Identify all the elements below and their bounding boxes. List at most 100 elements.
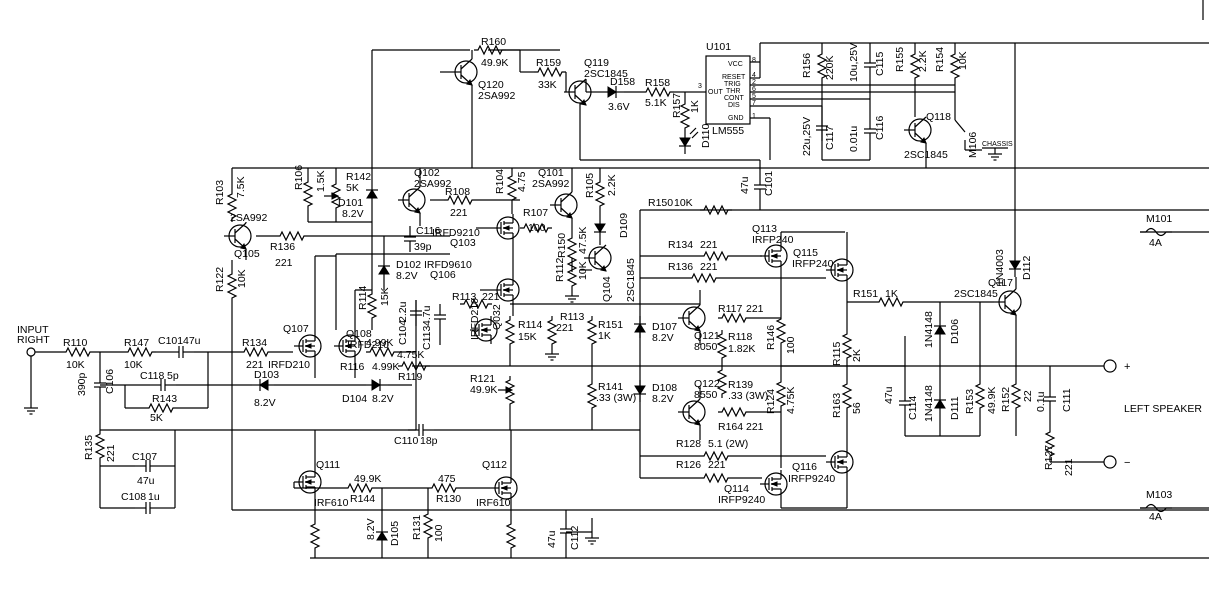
fuse-m101-ref: M101 <box>1146 213 1172 225</box>
r159-ref: R159 <box>536 57 561 69</box>
r119-ref: R151 <box>598 319 623 331</box>
r123-ref: R135 <box>83 435 95 460</box>
c101-value: 47u <box>739 176 751 194</box>
pin-4-number: 4 <box>752 72 756 79</box>
c108-ref: C108 <box>121 491 146 503</box>
r157-value: 1K <box>689 100 701 113</box>
r150-value: 10K <box>674 197 693 209</box>
q114-part: IRFP9240 <box>718 494 765 506</box>
c102-value: 39p <box>414 241 432 253</box>
r145-value: 4.99K <box>372 361 399 373</box>
r108-value: 221 <box>450 207 468 219</box>
q115-part: IRFP240 <box>792 258 834 270</box>
r123-value: 221 <box>105 444 117 462</box>
q032-part: IRFD210 <box>469 298 481 340</box>
d107-value: 8.2V <box>652 332 674 344</box>
pin-3-number: 3 <box>698 83 702 90</box>
r160-ref: R160 <box>481 36 506 48</box>
r146-value: 221 <box>246 359 264 371</box>
q106-part: IRFD9610 <box>424 259 472 271</box>
r141-ref: R163 <box>831 393 843 418</box>
r106-value: 1.5K <box>315 170 327 192</box>
d103-ref: D103 <box>254 369 279 381</box>
c107-value: 47u <box>137 475 155 487</box>
r127-ref: R130 <box>436 493 461 505</box>
speaker-output: + − LEFT SPEAKER <box>412 359 1202 469</box>
r162-ref: R118 <box>728 331 752 343</box>
vas-stage: Q102 2SA992 C116 39p R108 221 R104 4.75 … <box>397 167 637 316</box>
r113-ref: R113 <box>452 291 476 303</box>
r144-ref: R131 <box>411 515 423 540</box>
pin-thr-label: THR <box>726 88 740 95</box>
r120-ref: R119 <box>398 371 422 383</box>
r142-ref: R142 <box>346 171 371 183</box>
r124-ref: R141 <box>598 381 623 393</box>
speaker-plus-label: + <box>1124 361 1130 373</box>
feedback-r150: R150 10K <box>639 197 733 420</box>
q107-ref: Q107 <box>283 323 309 335</box>
r164-ref: R164 <box>718 421 743 433</box>
c118-value: 5p <box>167 370 179 382</box>
q104-part: 2SC1845 <box>625 258 637 302</box>
q102-part: 2SA992 <box>414 178 452 190</box>
c101-ref: C101 <box>763 171 775 196</box>
r103-value: 7.5K <box>235 176 247 198</box>
c105-ref: C104 <box>397 320 409 345</box>
r103-ref: R103 <box>214 180 226 205</box>
r145-ref: R116 <box>340 361 364 373</box>
r153-ref: R153 <box>964 389 976 414</box>
r139-value: 4.75K <box>785 387 797 414</box>
r134-ref: R134 <box>668 239 693 251</box>
c102-ref: C116 <box>416 225 440 237</box>
q111-part: IRF610 <box>314 497 349 509</box>
r163-ref: R139 <box>728 379 753 391</box>
r128-value: 221 <box>1063 458 1075 476</box>
q113-symbol <box>759 241 788 271</box>
d108-ref: D108 <box>652 382 677 394</box>
output-stage: R134 221 Q113 IRFP240 R136 221 Q115 IRFP… <box>633 223 1075 509</box>
r117-value: 10K <box>66 359 85 371</box>
r114-ref: R114 <box>357 286 369 310</box>
speaker-minus-terminal <box>1103 455 1117 469</box>
d108-value: 8.2V <box>652 393 674 405</box>
r162-value: 1.82K <box>728 343 755 355</box>
q120-ref: Q120 <box>478 79 504 91</box>
fuse-m103: M103 4A <box>1139 489 1173 523</box>
r164-value: 221 <box>746 421 764 433</box>
r122-value: 10K <box>236 269 248 288</box>
c110-ref: C110 <box>394 435 418 447</box>
q122-symbol <box>677 398 706 426</box>
r107-value: 100 <box>528 222 546 234</box>
q106-ref: Q106 <box>430 269 456 281</box>
cap-c101: 47u C101 <box>739 168 775 210</box>
speaker-minus-label: − <box>1124 457 1130 469</box>
q121-part: 8050 <box>694 341 718 353</box>
q108-ref: Q108 <box>346 328 372 340</box>
c116-ref: C116 <box>874 116 886 140</box>
d109-ref: D109 <box>618 213 630 238</box>
q108-part: IRFD210 <box>347 339 389 351</box>
d158-value: 3.6V <box>608 101 630 113</box>
r139-ref: R124 <box>765 389 777 414</box>
r114-value: 15K <box>379 287 391 306</box>
speaker-label: LEFT SPEAKER <box>1124 403 1202 415</box>
m106-ref: M106 <box>967 132 979 158</box>
r153-value: 49.9K <box>986 387 998 414</box>
fuse-m101-value: 4A <box>1149 237 1162 249</box>
r137-value: 5.1 (2W) <box>708 438 748 450</box>
pin-out-label: OUT <box>708 89 724 96</box>
q112-part: IRF610 <box>476 497 511 509</box>
d105-ref: D105 <box>389 521 401 546</box>
q117-ref: Q117 <box>988 277 1013 289</box>
d106-value: 1N4148 <box>923 311 935 348</box>
r121-value: 5K <box>150 412 163 424</box>
q105-part: 2SA992 <box>230 212 268 224</box>
c106-value: 390p <box>76 372 88 396</box>
timer-u101: U101 LM555 VCC RESET TRIG THR CONT DIS O… <box>690 41 955 137</box>
q101-symbol <box>549 191 578 219</box>
r115-value: 15K <box>518 331 537 343</box>
q116-part: IRFP9240 <box>788 473 835 485</box>
r136-ref: R136 <box>668 261 693 273</box>
pin-dis-label: DIS <box>728 102 740 109</box>
r141-value: 56 <box>851 402 863 414</box>
